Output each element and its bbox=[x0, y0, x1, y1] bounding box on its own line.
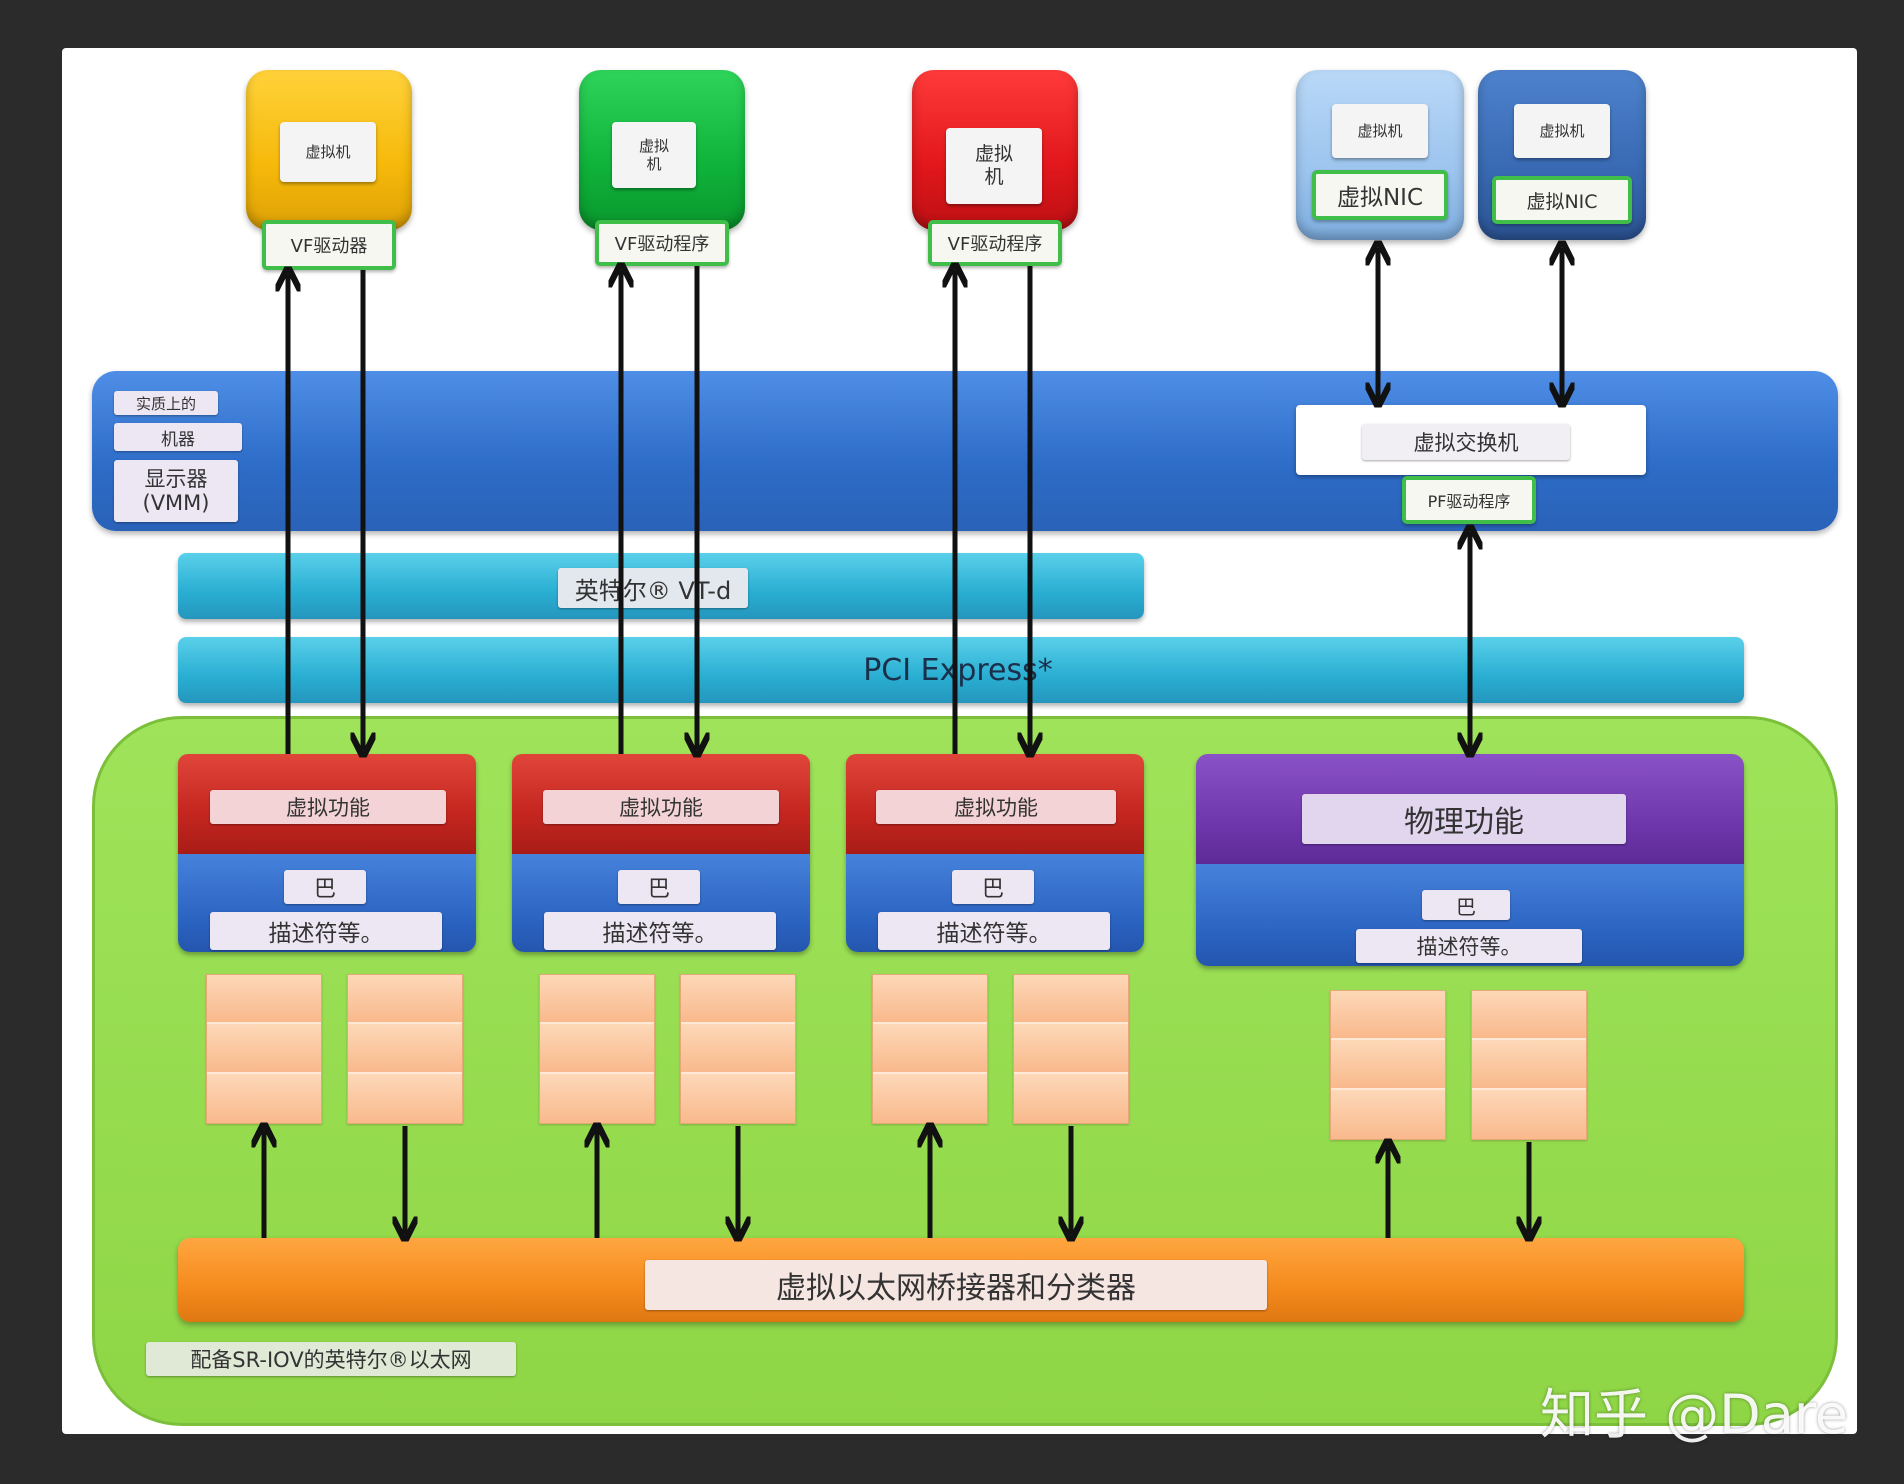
data-flow-arrows bbox=[62, 48, 1857, 1434]
vm-4-label: 虚拟机 bbox=[1332, 104, 1428, 158]
pf-driver: PF驱动程序 bbox=[1402, 476, 1536, 524]
vm-3-label: 虚拟 机 bbox=[946, 128, 1042, 204]
vm-2-label: 虚拟 机 bbox=[612, 122, 696, 188]
pcie-bar bbox=[178, 637, 1744, 703]
queue-vf1-rx bbox=[206, 974, 322, 1124]
ethernet-bridge-label: 虚拟以太网桥接器和分类器 bbox=[645, 1260, 1267, 1310]
vmm-label-2: 机器 bbox=[114, 423, 242, 451]
virtual-function-3-label: 虚拟功能 bbox=[876, 790, 1116, 824]
vm-1-vf-driver: VF驱动器 bbox=[262, 220, 396, 270]
pf-descriptors: 描述符等。 bbox=[1356, 929, 1582, 963]
queue-vf2-tx bbox=[680, 974, 796, 1124]
vmm-label-3: 显示器 (VMM) bbox=[114, 460, 238, 522]
virtual-function-1-label: 虚拟功能 bbox=[210, 790, 446, 824]
nic-title-label: 配备SR-IOV的英特尔®以太网 bbox=[146, 1342, 516, 1376]
vm-5-label: 虚拟机 bbox=[1514, 104, 1610, 158]
vm-1-label: 虚拟机 bbox=[280, 122, 376, 182]
diagram-card: 实质上的 机器 显示器 (VMM) 虚拟交换机 PF驱动程序 英特尔® VT-d… bbox=[62, 48, 1857, 1434]
pf-bar-label: 巴 bbox=[1422, 890, 1510, 920]
queue-vf2-rx bbox=[539, 974, 655, 1124]
vf2-descriptors: 描述符等。 bbox=[544, 912, 776, 950]
vf1-bar-label: 巴 bbox=[284, 870, 366, 904]
virtual-switch-label: 虚拟交换机 bbox=[1362, 424, 1570, 460]
vf2-bar-label: 巴 bbox=[618, 870, 700, 904]
vm-2-vf-driver: VF驱动程序 bbox=[595, 220, 729, 266]
pcie-label: PCI Express* bbox=[863, 652, 1053, 688]
vf3-bar-label: 巴 bbox=[952, 870, 1034, 904]
queue-vf3-tx bbox=[1013, 974, 1129, 1124]
watermark: 知乎 @Dare bbox=[1540, 1383, 1849, 1446]
queue-pf-rx bbox=[1330, 990, 1446, 1140]
vtd-label: 英特尔® VT-d bbox=[558, 568, 748, 608]
vm-5-virtual-nic: 虚拟NIC bbox=[1492, 176, 1632, 224]
queue-vf3-rx bbox=[872, 974, 988, 1124]
virtual-function-2-label: 虚拟功能 bbox=[543, 790, 779, 824]
vf1-descriptors: 描述符等。 bbox=[210, 912, 442, 950]
physical-function-label: 物理功能 bbox=[1302, 794, 1626, 844]
vf3-descriptors: 描述符等。 bbox=[878, 912, 1110, 950]
vm-3-vf-driver: VF驱动程序 bbox=[928, 220, 1062, 266]
queue-vf1-tx bbox=[347, 974, 463, 1124]
vmm-label-1: 实质上的 bbox=[114, 391, 218, 415]
queue-pf-tx bbox=[1471, 990, 1587, 1140]
vm-4-virtual-nic: 虚拟NIC bbox=[1312, 170, 1448, 220]
